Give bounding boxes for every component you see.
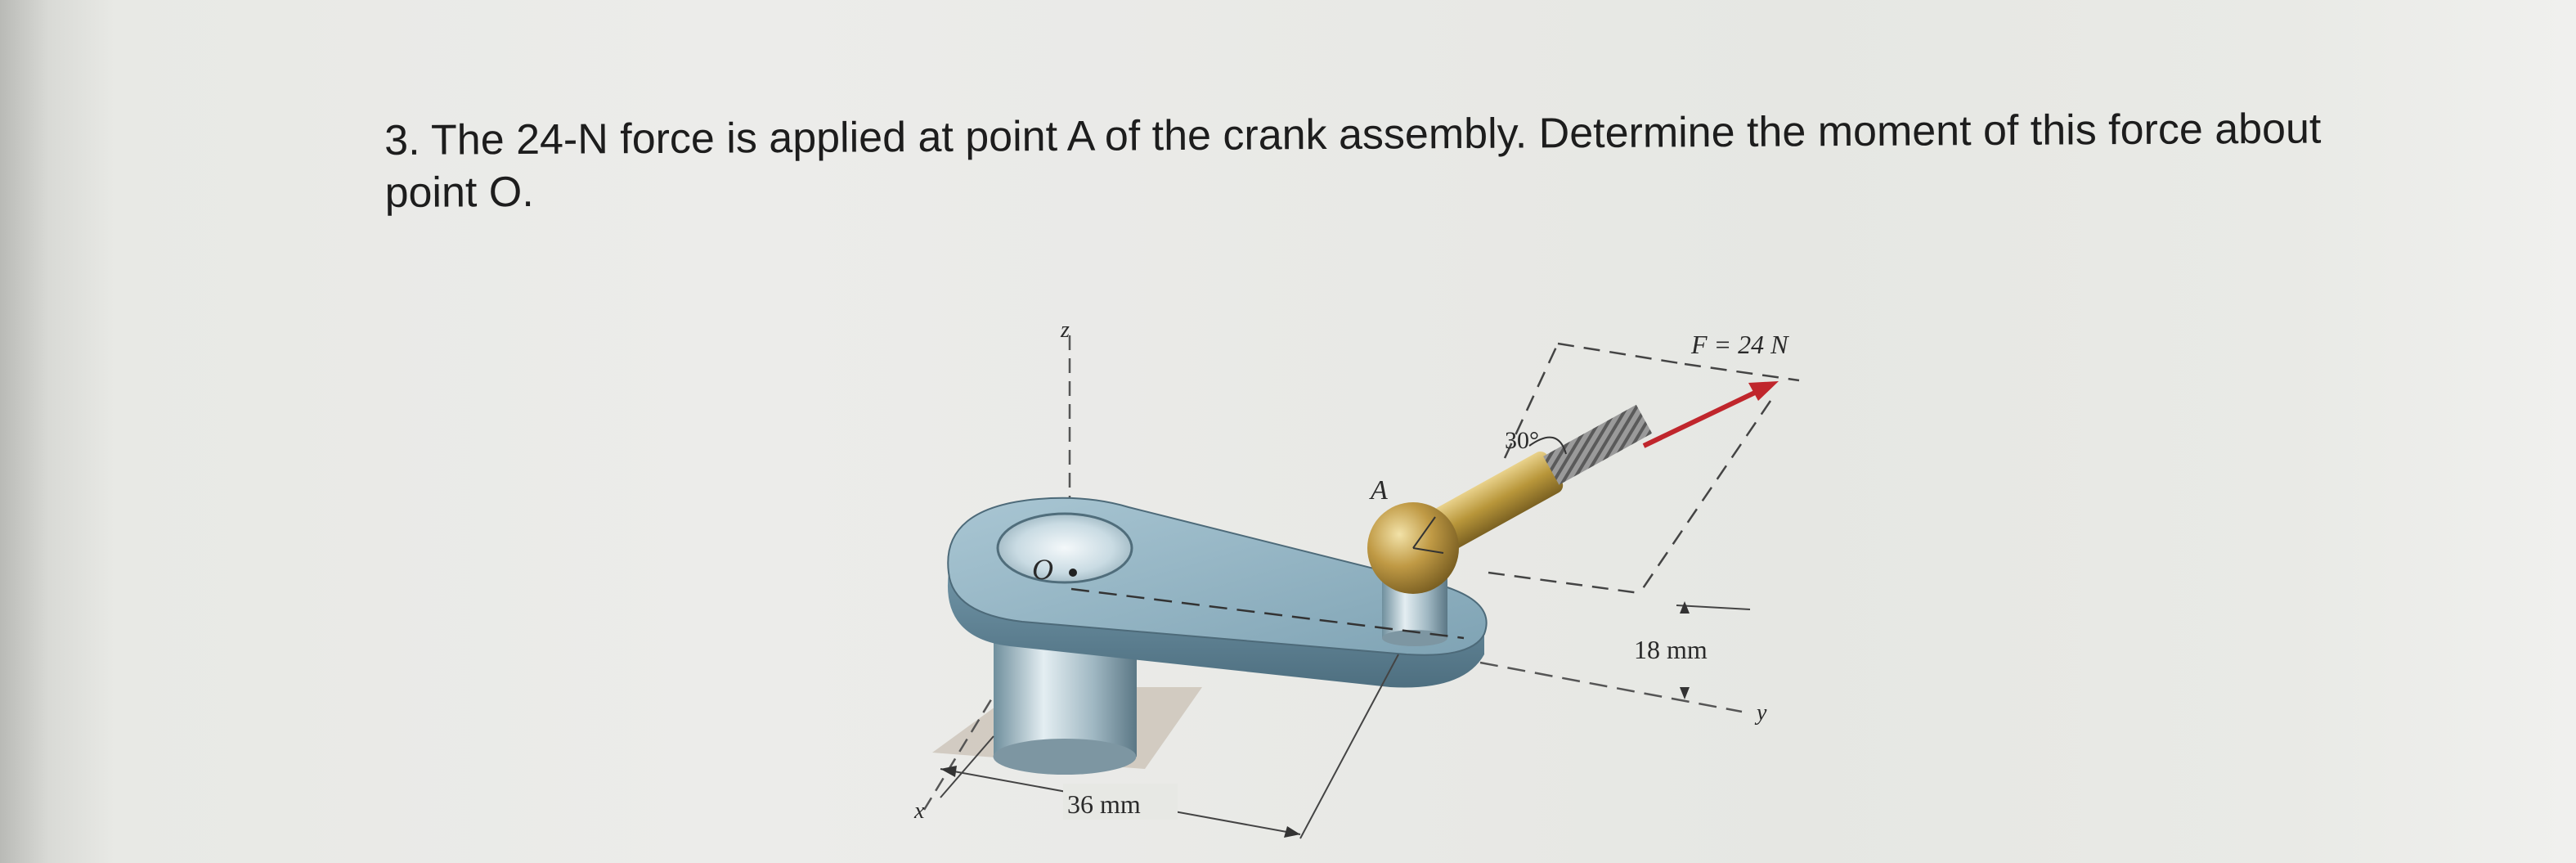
point-o-label: O: [1032, 553, 1053, 586]
hub-disk: [996, 512, 1133, 584]
dim-36-right-extension: [1299, 654, 1399, 839]
x-axis-label: x: [913, 798, 925, 824]
base-cylinder-bottom: [993, 739, 1137, 775]
force-label: F = 24 N: [1690, 330, 1789, 359]
construction-line-5: [1503, 343, 1560, 459]
z-axis-label: z: [1060, 317, 1070, 343]
construction-line-3: [1488, 571, 1640, 595]
point-o-dot: [1069, 569, 1077, 577]
angle-arc: [1528, 436, 1567, 455]
dim-18-arrow-up: [1680, 601, 1690, 614]
ball-axis-line: [1412, 516, 1436, 549]
ball-horizontal-line: [1412, 547, 1444, 554]
dim-36-arrow-right: [1284, 826, 1300, 838]
force-arrow-head: [1748, 381, 1779, 401]
point-a-label: A: [1369, 475, 1388, 506]
y-axis-line: [1479, 661, 1743, 713]
angle-label: 30°: [1505, 427, 1539, 454]
construction-line-2: [1684, 362, 1800, 382]
dim-vertical-label: 18 mm: [1634, 635, 1708, 664]
dim-horizontal-label: 36 mm: [1067, 789, 1141, 819]
force-arrow-shaft: [1642, 389, 1760, 448]
dim-36-arrow-left: [940, 766, 957, 777]
y-axis-label: y: [1754, 700, 1767, 726]
dim-18-upper-tick: [1676, 605, 1751, 610]
construction-line-1: [1557, 342, 1685, 366]
dim-36-left-extension: [940, 735, 994, 798]
dim-36-label-bg: [1063, 784, 1178, 820]
dim-18-arrow-down: [1680, 687, 1690, 699]
arm-centerline: [1070, 587, 1465, 640]
construction-line-4: [1638, 400, 1772, 594]
